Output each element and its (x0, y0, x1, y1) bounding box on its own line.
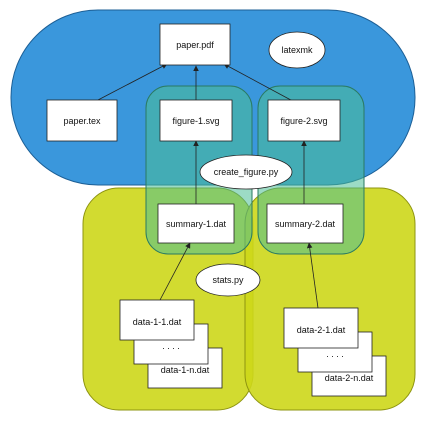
paper-pdf-node[interactable] (159, 23, 231, 66)
edge-data2-sum2 (306, 242, 319, 309)
summary-1-node[interactable] (157, 203, 235, 244)
latexmk-label: latexmk (281, 45, 313, 55)
edge-fig2-pdf (223, 63, 303, 107)
create-figure-label: create_figure.py (214, 167, 279, 177)
data-1-1-label: data-1-1.dat (133, 317, 182, 327)
figure-1-node[interactable] (159, 99, 233, 142)
stats-label: stats.py (212, 275, 244, 285)
data-2-dots-label: . . . . (326, 349, 344, 359)
paper-pdf-label: paper.pdf (176, 40, 214, 50)
summary-2-label: summary-2.dat (275, 219, 336, 229)
data-2-n-label: data-2-n.dat (325, 373, 374, 383)
create-figure-ellipse (199, 154, 293, 190)
data-2-1-label: data-2-1.dat (297, 325, 346, 335)
edge-tex-pdf (97, 63, 168, 101)
data-1-1-node[interactable] (119, 299, 195, 341)
data-1-dots-label: . . . . (162, 341, 180, 351)
summary-1-label: summary-1.dat (166, 219, 227, 229)
data-1-n-label: data-1-n.dat (161, 365, 210, 375)
stats-ellipse (195, 263, 261, 297)
data-2-1-node[interactable] (283, 307, 359, 349)
figure-2-label: figure-2.svg (280, 116, 327, 126)
paper-tex-node[interactable] (46, 99, 118, 142)
paper-tex-label: paper.tex (63, 116, 101, 126)
figure-1-label: figure-1.svg (172, 116, 219, 126)
latexmk-ellipse (268, 31, 326, 69)
edge-data1-sum1 (159, 242, 191, 301)
figure-2-node[interactable] (267, 99, 341, 142)
summary-2-node[interactable] (266, 203, 344, 244)
